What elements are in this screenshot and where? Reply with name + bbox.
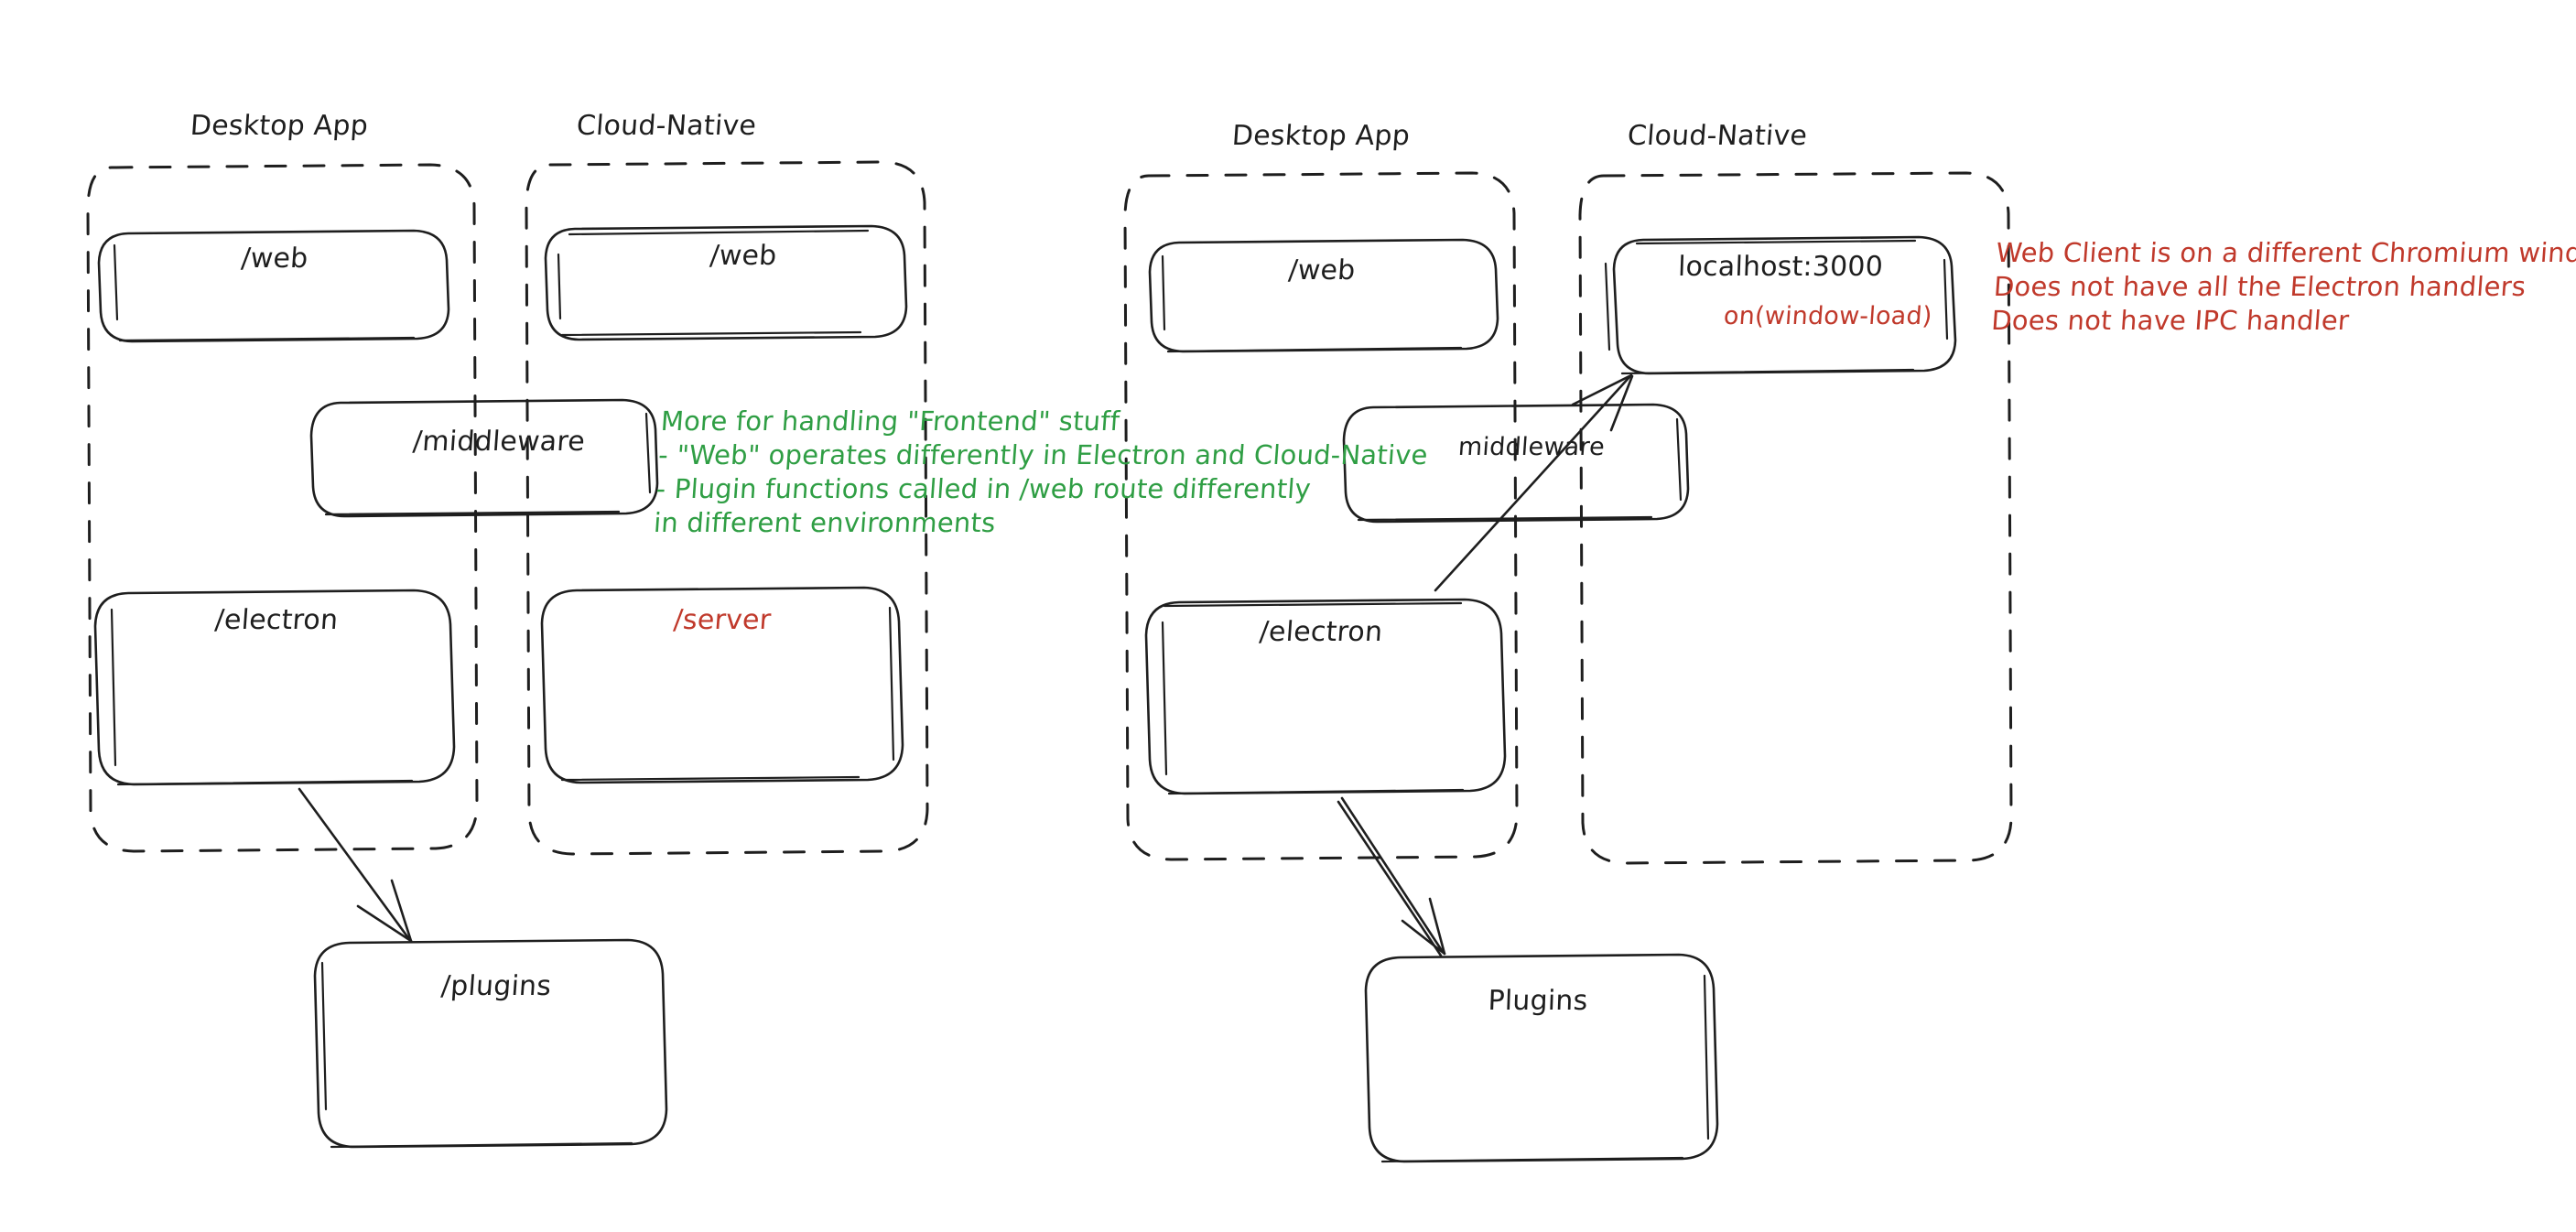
box-sublabel-right-localhost-on-window-load: on(window-load) [1722,302,1933,330]
box-outline-right-desktop-web [1148,238,1499,353]
group-title-left-cloud-native: Cloud-Native [575,110,758,142]
group-outline-right-cloud-native [1578,171,2013,865]
box-label-right-desktop-web[interactable]: /web [1287,254,1357,286]
box-outline-left-plugins [313,938,668,1149]
annotation-web-client-note: Web Client is on a different Chromium wi… [1990,237,2576,337]
box-label-right-plugins[interactable]: Plugins [1487,985,1589,1017]
box-label-right-localhost[interactable]: localhost:3000 [1677,251,1884,283]
arrow-left-electron-to-plugins [298,787,413,943]
box-outline-left-desktop-electron [93,589,456,786]
box-outline-right-plugins [1364,953,1719,1163]
box-label-left-desktop-electron[interactable]: /electron [213,604,340,636]
box-label-left-middleware[interactable]: /middleware [411,426,587,458]
box-label-left-desktop-web[interactable]: /web [240,243,309,275]
group-title-left-desktop-app: Desktop App [189,110,370,142]
box-outline-left-middleware [309,398,659,518]
arrow-right-electron-to-localhost [1434,373,1634,592]
box-label-right-middleware[interactable]: middleware [1456,433,1607,461]
box-outline-left-cloud-server [540,586,904,784]
box-outline-left-cloud-web [544,224,908,341]
group-outline-left-desktop-app [86,163,479,853]
box-outline-left-desktop-web [97,229,450,343]
arrow-right-electron-to-plugins [1337,796,1446,957]
group-title-right-desktop-app: Desktop App [1230,120,1412,152]
group-outline-right-desktop-app [1123,171,1519,861]
group-title-right-cloud-native: Cloud-Native [1626,120,1809,152]
box-label-right-desktop-electron[interactable]: /electron [1258,616,1384,648]
box-outline-right-desktop-electron [1144,598,1507,795]
box-label-left-cloud-server[interactable]: /server [672,604,773,636]
box-outline-right-localhost [1604,235,1957,375]
box-outline-right-middleware [1342,403,1690,524]
box-label-left-plugins[interactable]: /plugins [439,970,553,1002]
annotation-frontend-note: More for handling "Frontend" stuff - "We… [652,405,1429,539]
box-label-left-cloud-web[interactable]: /web [709,240,778,272]
